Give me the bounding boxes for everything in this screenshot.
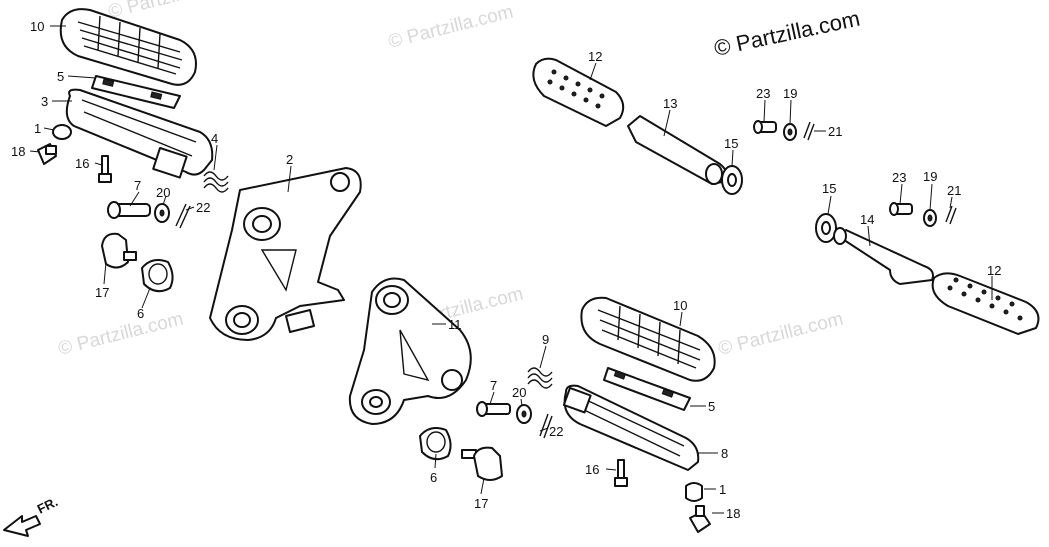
watermark-text: © Partzilla.com	[56, 309, 185, 360]
bolt-18-left	[37, 143, 57, 165]
footpeg-bracket-secondary	[348, 277, 472, 425]
callout-number: 11	[448, 317, 462, 332]
callout-number: 23	[756, 86, 770, 101]
cotter-pin-right	[539, 413, 553, 439]
callout-number: 4	[211, 131, 218, 146]
callout-number: 3	[41, 94, 48, 109]
callout-number: 7	[134, 178, 141, 193]
callout-number: 18	[11, 144, 25, 159]
bushing-right	[685, 482, 703, 502]
pin-rear-lower	[889, 202, 913, 216]
callout-number: 19	[923, 169, 937, 184]
pin-left	[107, 201, 151, 219]
pin-rear-top	[753, 120, 777, 134]
callout-number: 5	[57, 69, 64, 84]
spring-left	[203, 171, 229, 193]
watermark-text: © Partzilla.com	[386, 2, 515, 53]
callout-number: 15	[724, 136, 738, 151]
cotter-pin-left	[175, 203, 191, 229]
copyright-text: © Partzilla.com	[712, 6, 862, 61]
bushing-left	[52, 124, 72, 140]
callout-number: 17	[95, 285, 109, 300]
footpeg-rubber-rear-lower	[931, 272, 1040, 335]
callout-number: 7	[490, 378, 497, 393]
callout-number: 1	[34, 121, 41, 136]
callout-number: 16	[585, 462, 599, 477]
watermark-text: © Partzilla.com	[106, 0, 235, 23]
callout-number: 20	[512, 385, 526, 400]
callout-number: 21	[947, 183, 961, 198]
footpeg-plate-left	[91, 75, 181, 109]
callout-number: 9	[542, 332, 549, 347]
bolt-16-left	[98, 155, 112, 183]
stopper-right	[461, 446, 503, 481]
callout-number: 8	[721, 446, 728, 461]
callout-number: 10	[30, 19, 44, 34]
footpeg-arm-rear-lower	[833, 227, 934, 285]
footpeg-bracket-main	[209, 167, 362, 341]
callout-number: 18	[726, 506, 740, 521]
leader-lines	[29, 25, 993, 514]
footpeg-rubber-right	[580, 296, 716, 382]
callout-number: 22	[196, 200, 210, 215]
front-direction-label: FR.	[35, 494, 60, 517]
callout-number: 23	[892, 170, 906, 185]
watermark-text: © Partzilla.com	[716, 309, 845, 360]
callout-number: 1	[719, 482, 726, 497]
rubber-6-right	[419, 427, 452, 461]
front-direction-arrow: FR.	[3, 494, 60, 537]
washer-rear-lower	[815, 213, 837, 243]
footpeg-plate-right	[603, 367, 691, 411]
footpeg-arm-rear-top	[627, 115, 728, 185]
callouts: 10 5 3 1 18 16 4 2 7 20 22 17 6 12 13 15…	[11, 19, 1001, 521]
callout-number: 21	[828, 124, 842, 139]
callout-number: 6	[137, 306, 144, 321]
callout-number: 10	[673, 298, 687, 313]
washer-19-lower	[923, 209, 937, 227]
footpeg-body-right	[562, 384, 700, 471]
bolt-18-right	[689, 505, 711, 533]
callout-number: 12	[987, 263, 1001, 278]
callout-number: 22	[549, 424, 563, 439]
callout-number: 13	[663, 96, 677, 111]
callout-number: 12	[588, 49, 602, 64]
washer-19-top	[783, 123, 797, 141]
callout-number: 5	[708, 399, 715, 414]
washer-right	[516, 404, 532, 424]
callout-number: 19	[783, 86, 797, 101]
footpeg-rubber-left	[59, 8, 197, 86]
callout-number: 2	[286, 152, 293, 167]
callout-number: 17	[474, 496, 488, 511]
spring-right	[527, 367, 553, 389]
washer-left	[154, 203, 170, 223]
washer-rear-top	[721, 165, 743, 195]
pin-right	[476, 401, 511, 417]
callout-number: 20	[156, 185, 170, 200]
clip-21-top	[803, 121, 815, 141]
footpeg-rubber-rear-top	[532, 57, 625, 127]
callout-number: 16	[75, 156, 89, 171]
bolt-16-right	[614, 459, 628, 487]
footpeg-body-left	[65, 88, 214, 179]
stopper-left	[101, 232, 137, 269]
callout-number: 14	[860, 212, 874, 227]
callout-number: 6	[430, 470, 437, 485]
rubber-6-left	[141, 259, 174, 293]
clip-21-lower	[945, 205, 957, 225]
callout-number: 15	[822, 181, 836, 196]
